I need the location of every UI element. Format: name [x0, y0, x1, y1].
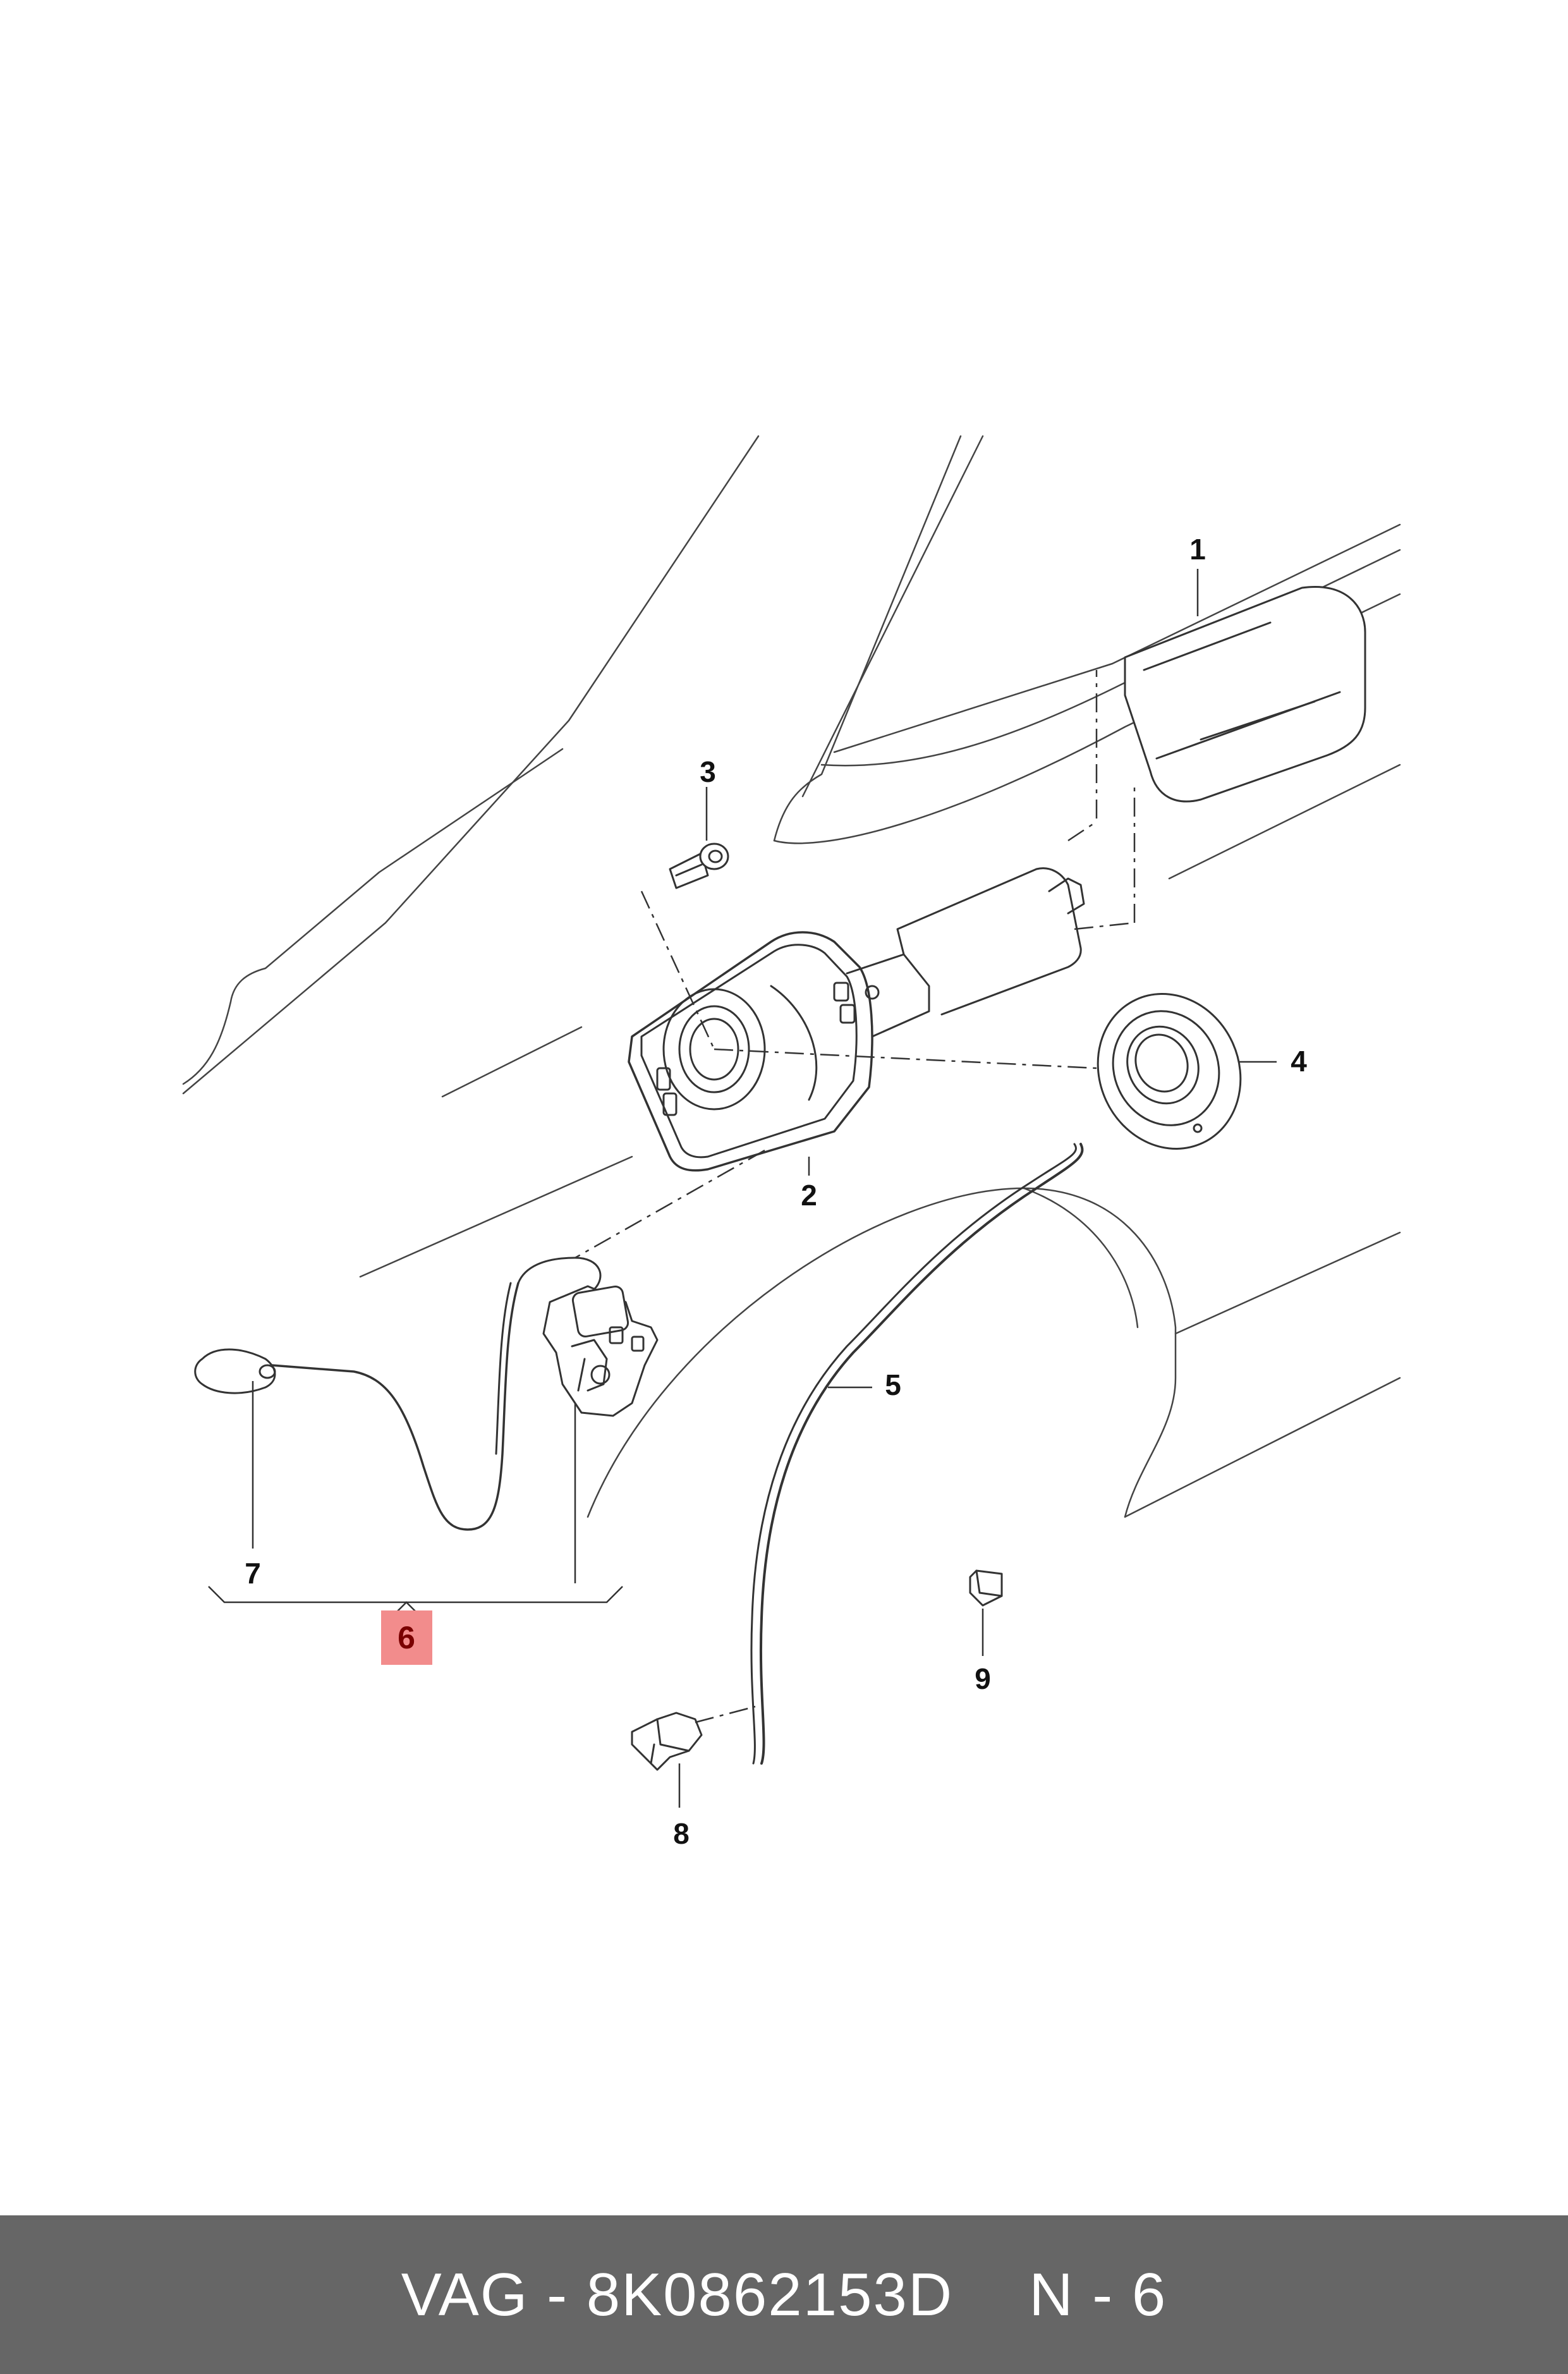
- body-panel-lines: [182, 435, 1401, 1518]
- callout-6-highlight: [381, 1610, 432, 1665]
- drain-hose: [750, 1143, 1084, 1765]
- footer-bar: VAG - 8K0862153D N - 6: [0, 2215, 1568, 2374]
- callout-6: 6: [398, 1620, 415, 1655]
- callout-2: 2: [801, 1179, 817, 1212]
- callout-3: 3: [700, 755, 716, 788]
- diagram-position: N - 6: [1029, 2260, 1167, 2328]
- screw: [669, 843, 729, 889]
- callout-9: 9: [975, 1662, 991, 1695]
- callout-5: 5: [885, 1368, 901, 1401]
- callout-4: 4: [1291, 1045, 1307, 1078]
- callout-8: 8: [673, 1817, 690, 1850]
- release-cable: [194, 1257, 602, 1531]
- callout-7: 7: [245, 1557, 261, 1590]
- small-clip: [969, 1569, 1003, 1607]
- seal-ring: [1097, 993, 1242, 1150]
- footer-text: VAG - 8K0862153D N - 6: [401, 2260, 1167, 2330]
- callout-1: 1: [1189, 533, 1206, 566]
- leader-lines: [208, 569, 1277, 1808]
- fuel-filler-flap: [1124, 586, 1366, 803]
- assembly-lines: [574, 670, 1136, 1724]
- actuator-assembly: [542, 1285, 659, 1417]
- hose-clip: [631, 1712, 703, 1771]
- parts-diagram: 1 2 3 4 5 6 7 8 9: [182, 435, 1401, 1850]
- part-code: VAG - 8K0862153D: [401, 2260, 954, 2328]
- filler-neck-housing: [628, 867, 1085, 1172]
